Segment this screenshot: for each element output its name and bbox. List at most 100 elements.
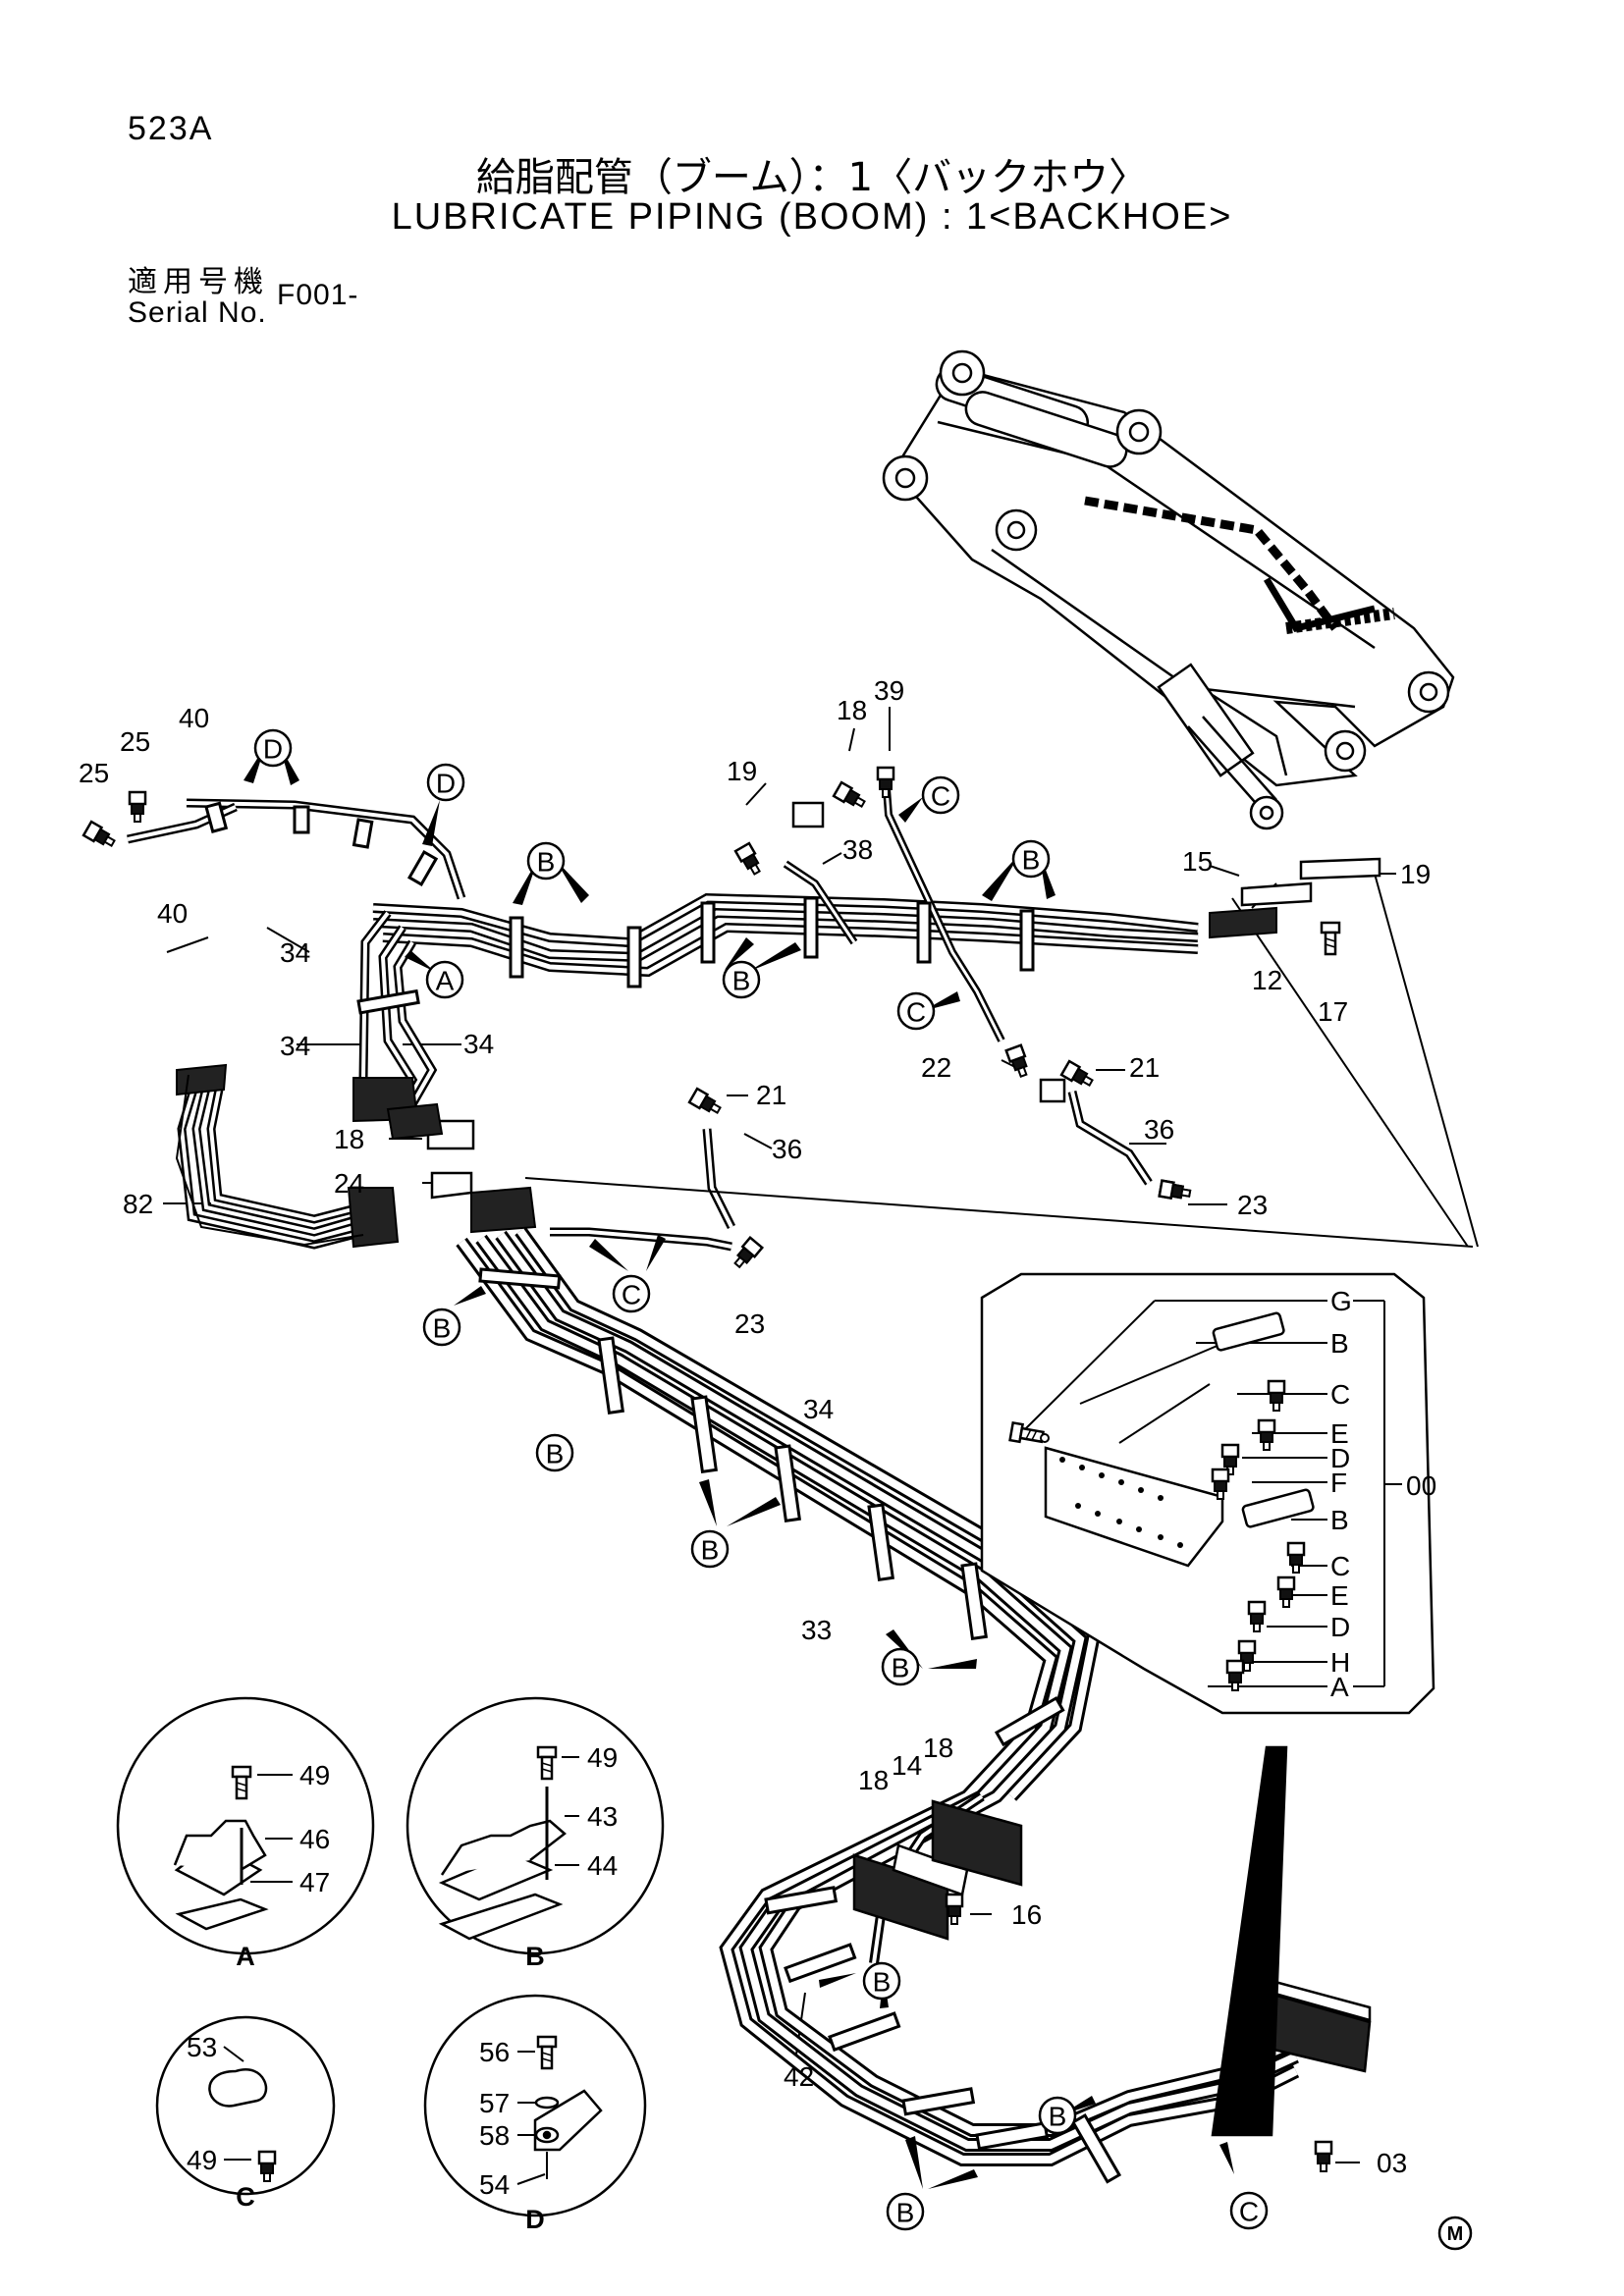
label-25-a: 25 <box>79 758 109 788</box>
svg-text:C: C <box>906 997 926 1028</box>
svg-text:B: B <box>732 966 751 996</box>
callout-arrows <box>244 746 1234 2189</box>
clamp-bands <box>204 801 1035 1015</box>
caption-detail-b: B <box>525 1942 545 1971</box>
label-17: 17 <box>1318 996 1348 1027</box>
svg-text:B: B <box>1049 2102 1067 2132</box>
label-49-c: 49 <box>187 2145 217 2175</box>
lower-manifolds <box>852 1745 1372 2173</box>
svg-text:H: H <box>1330 1647 1350 1678</box>
callout-b-10 <box>886 2192 925 2231</box>
svg-text:C: C <box>1330 1379 1350 1410</box>
boom-illustration <box>882 349 1455 830</box>
svg-text:D: D <box>1330 1612 1350 1642</box>
svg-text:B: B <box>896 2198 915 2228</box>
label-54: 54 <box>479 2169 510 2200</box>
page-number: 523A <box>128 110 214 147</box>
detail-captions: A B C D <box>236 1942 545 2234</box>
callout-b-9 <box>1038 2096 1077 2135</box>
label-56: 56 <box>479 2037 510 2067</box>
label-33: 33 <box>801 1615 832 1645</box>
label-36-a: 36 <box>772 1134 802 1164</box>
svg-text:B: B <box>537 847 556 878</box>
title-japanese: 給脂配管（ブーム）：1〈バックホウ〉 <box>475 155 1149 200</box>
svg-text:C: C <box>622 1280 641 1310</box>
label-43: 43 <box>587 1801 618 1832</box>
label-24: 24 <box>334 1168 364 1199</box>
svg-text:B: B <box>892 1653 910 1683</box>
label-23-a: 23 <box>734 1308 765 1339</box>
svg-text:B: B <box>1330 1505 1349 1535</box>
label-58: 58 <box>479 2120 510 2151</box>
circled-m-mark: M <box>1437 2216 1473 2251</box>
svg-text:D: D <box>263 734 283 765</box>
label-39: 39 <box>874 675 904 706</box>
label-25-b: 25 <box>120 726 150 757</box>
svg-text:B: B <box>1330 1328 1349 1359</box>
upper-fittings <box>81 766 1381 1272</box>
label-53: 53 <box>187 2032 217 2062</box>
label-18-d: 18 <box>923 1733 953 1763</box>
callout-b-8 <box>862 1961 901 2001</box>
svg-text:E: E <box>1330 1580 1349 1611</box>
callout-b-7 <box>881 1647 920 1686</box>
label-18-a: 18 <box>837 695 867 725</box>
part-labels: 25 25 40 40 19 18 39 38 15 19 12 17 34 3… <box>79 675 1436 2200</box>
label-16: 16 <box>1011 1899 1042 1930</box>
svg-text:E: E <box>1330 1418 1349 1449</box>
svg-text:D: D <box>1330 1443 1350 1473</box>
svg-text:F: F <box>1330 1468 1347 1498</box>
callout-b-1 <box>526 841 566 881</box>
label-49-a: 49 <box>299 1760 330 1790</box>
callout-letters: D D B B B C C A C B B B B B B B C <box>263 734 1259 2228</box>
lower-clamps <box>478 1267 1122 2184</box>
svg-text:C: C <box>1239 2197 1259 2227</box>
label-82: 82 <box>123 1189 153 1219</box>
caption-detail-d: D <box>525 2205 545 2234</box>
callout-b-6 <box>690 1529 730 1569</box>
callout-c-2 <box>896 991 936 1031</box>
svg-text:D: D <box>436 769 456 799</box>
serial-label-japanese: 適用号機 <box>128 265 269 299</box>
label-34-b: 34 <box>280 1031 310 1061</box>
serial-label-english: Serial No. <box>128 296 267 329</box>
label-19-a: 19 <box>727 756 757 786</box>
callout-c-3 <box>612 1274 651 1313</box>
callout-c-4 <box>1229 2191 1269 2230</box>
svg-text:B: B <box>873 1967 892 1998</box>
caption-detail-a: A <box>236 1942 255 1971</box>
svg-text:G: G <box>1330 1286 1352 1316</box>
label-40-b: 40 <box>157 898 188 929</box>
svg-text:B: B <box>701 1535 720 1566</box>
label-57: 57 <box>479 2088 510 2118</box>
label-34-c: 34 <box>463 1029 494 1059</box>
callout-bubbles <box>253 728 1269 2231</box>
label-49-b: 49 <box>587 1742 618 1773</box>
svg-text:M: M <box>1447 2223 1464 2245</box>
label-21-b: 21 <box>1129 1052 1160 1083</box>
svg-text:A: A <box>1330 1672 1349 1702</box>
label-21-a: 21 <box>756 1080 786 1110</box>
svg-text:C: C <box>931 781 950 812</box>
label-38: 38 <box>842 834 873 865</box>
title-english: LUBRICATE PIPING (BOOM) : 1<BACKHOE> <box>391 196 1233 238</box>
label-15: 15 <box>1182 846 1213 877</box>
svg-text:B: B <box>433 1313 452 1344</box>
callout-b-4 <box>422 1308 461 1347</box>
svg-text:C: C <box>1330 1551 1350 1581</box>
callout-c-1 <box>921 775 960 815</box>
callout-d-1 <box>253 728 293 768</box>
label-34-d: 34 <box>803 1394 834 1424</box>
label-18-b: 18 <box>334 1124 364 1154</box>
label-34-a: 34 <box>280 937 310 968</box>
label-22: 22 <box>921 1052 951 1083</box>
detail-letters: G B C E D F B C E D H A <box>1330 1286 1352 1702</box>
callout-b-3 <box>722 960 761 999</box>
svg-text:B: B <box>1022 845 1041 876</box>
label-36-b: 36 <box>1144 1114 1174 1145</box>
callout-b-2 <box>1011 839 1051 879</box>
detail-leaders <box>223 1756 579 2185</box>
label-42: 42 <box>784 2061 814 2092</box>
label-23-b: 23 <box>1237 1190 1268 1220</box>
